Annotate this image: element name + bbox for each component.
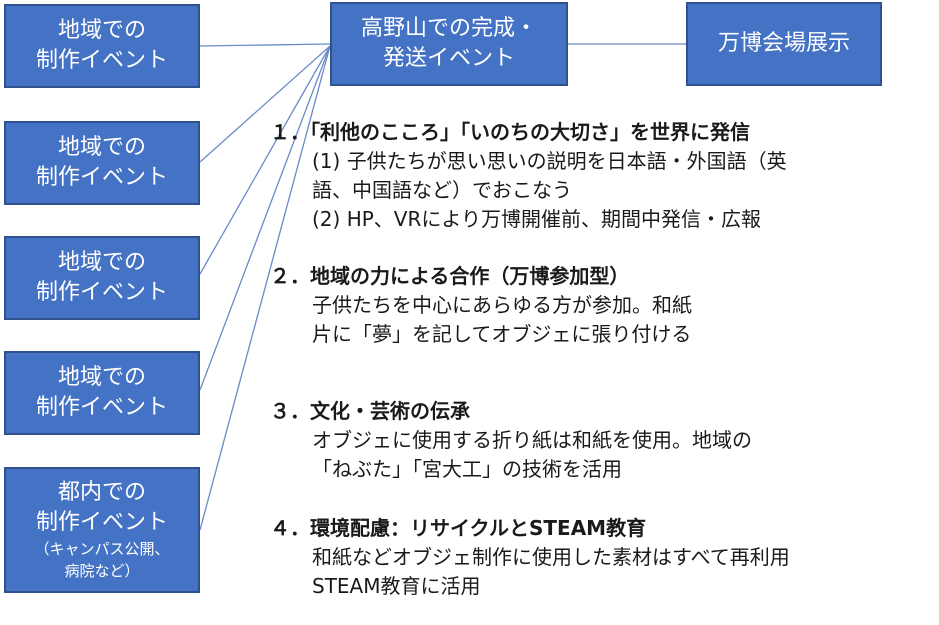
region-event-line2: 制作イベント (35, 280, 168, 305)
item-2: ２．地域の力による合作（万博参加型） 子供たちを中心にあらゆる方が参加。和紙 片… (270, 262, 692, 349)
tokyo-event-line2: 制作イベント (35, 510, 168, 535)
region-event-line1: 地域での (57, 365, 146, 390)
connector-region1 (199, 43, 331, 47)
item-3-heading: ３．文化・芸術の伝承 (270, 399, 470, 423)
region-event-box-1: 地域での 制作イベント (4, 4, 200, 88)
region-event-line1: 地域での (57, 250, 146, 275)
region-event-box-3: 地域での 制作イベント (4, 236, 200, 320)
item-2-heading: ２．地域の力による合作（万博参加型） (270, 264, 630, 288)
region-event-line1: 地域での (57, 135, 146, 160)
connector-tokyo (199, 45, 331, 531)
item-1: １．「利他のこころ」「いのちの大切さ」を世界に発信 (1) 子供たちが思い思いの… (270, 118, 787, 234)
koyasan-event-line2: 発送イベント (382, 46, 515, 71)
item-1-line: 語、中国語など）でおこなう (312, 178, 572, 202)
expo-exhibit-label: 万博会場展示 (717, 31, 850, 56)
expo-exhibit-box: 万博会場展示 (686, 2, 882, 86)
item-3: ３．文化・芸術の伝承 オブジェに使用する折り紙は和紙を使用。地域の 「ねぶた」「… (270, 397, 752, 484)
item-1-line: (1) 子供たちが思い思いの説明を日本語・外国語（英 (312, 149, 787, 173)
koyasan-event-box: 高野山での完成・ 発送イベント (330, 2, 568, 86)
region-event-line2: 制作イベント (35, 48, 168, 73)
item-4-line: STEAM教育に活用 (312, 574, 481, 598)
connector-region2 (199, 45, 331, 163)
item-2-line: 片に「夢」を記してオブジェに張り付ける (312, 322, 692, 346)
item-3-line: 「ねぶた」「宮大工」の技術を活用 (312, 457, 622, 481)
tokyo-event-line1: 都内での (57, 480, 146, 505)
item-2-line: 子供たちを中心にあらゆる方が参加。和紙 (312, 293, 692, 317)
connector-region3 (199, 45, 331, 275)
item-4-heading: ４．環境配慮：リサイクルとSTEAM教育 (270, 516, 647, 540)
item-1-heading: １．「利他のこころ」「いのちの大切さ」を世界に発信 (270, 120, 750, 144)
item-1-line: (2) HP、VRにより万博開催前、期間中発信・広報 (312, 207, 761, 231)
connector-region4 (199, 45, 331, 391)
koyasan-event-line1: 高野山での完成・ (360, 16, 537, 41)
tokyo-event-box: 都内での 制作イベント （キャンパス公開、 病院など） (4, 467, 200, 593)
region-event-box-4: 地域での 制作イベント (4, 351, 200, 435)
item-4-line: 和紙などオブジェ制作に使用した素材はすべて再利用 (312, 545, 790, 569)
region-event-line1: 地域での (57, 18, 146, 43)
region-event-line2: 制作イベント (35, 395, 168, 420)
tokyo-event-note1: （キャンパス公開、 (34, 540, 170, 558)
item-4: ４．環境配慮：リサイクルとSTEAM教育 和紙などオブジェ制作に使用した素材はす… (270, 514, 790, 601)
tokyo-event-note2: 病院など） (64, 562, 140, 580)
region-event-box-2: 地域での 制作イベント (4, 121, 200, 205)
item-3-line: オブジェに使用する折り紙は和紙を使用。地域の (312, 428, 752, 452)
region-event-line2: 制作イベント (35, 165, 168, 190)
